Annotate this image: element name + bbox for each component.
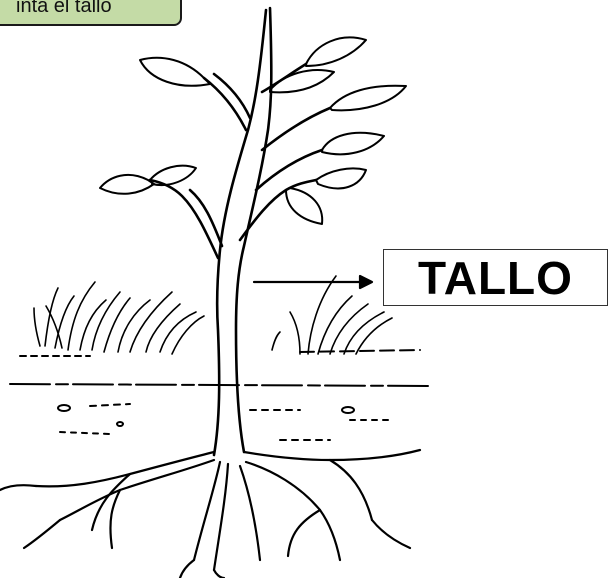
leaves <box>100 37 406 224</box>
stem <box>150 8 330 455</box>
stem-label-box: TALLO <box>383 249 608 306</box>
arrow-right-icon <box>254 276 372 288</box>
roots <box>0 450 420 578</box>
stem-label-text: TALLO <box>418 251 573 305</box>
grass-right <box>272 276 392 354</box>
grass-left <box>34 282 204 354</box>
